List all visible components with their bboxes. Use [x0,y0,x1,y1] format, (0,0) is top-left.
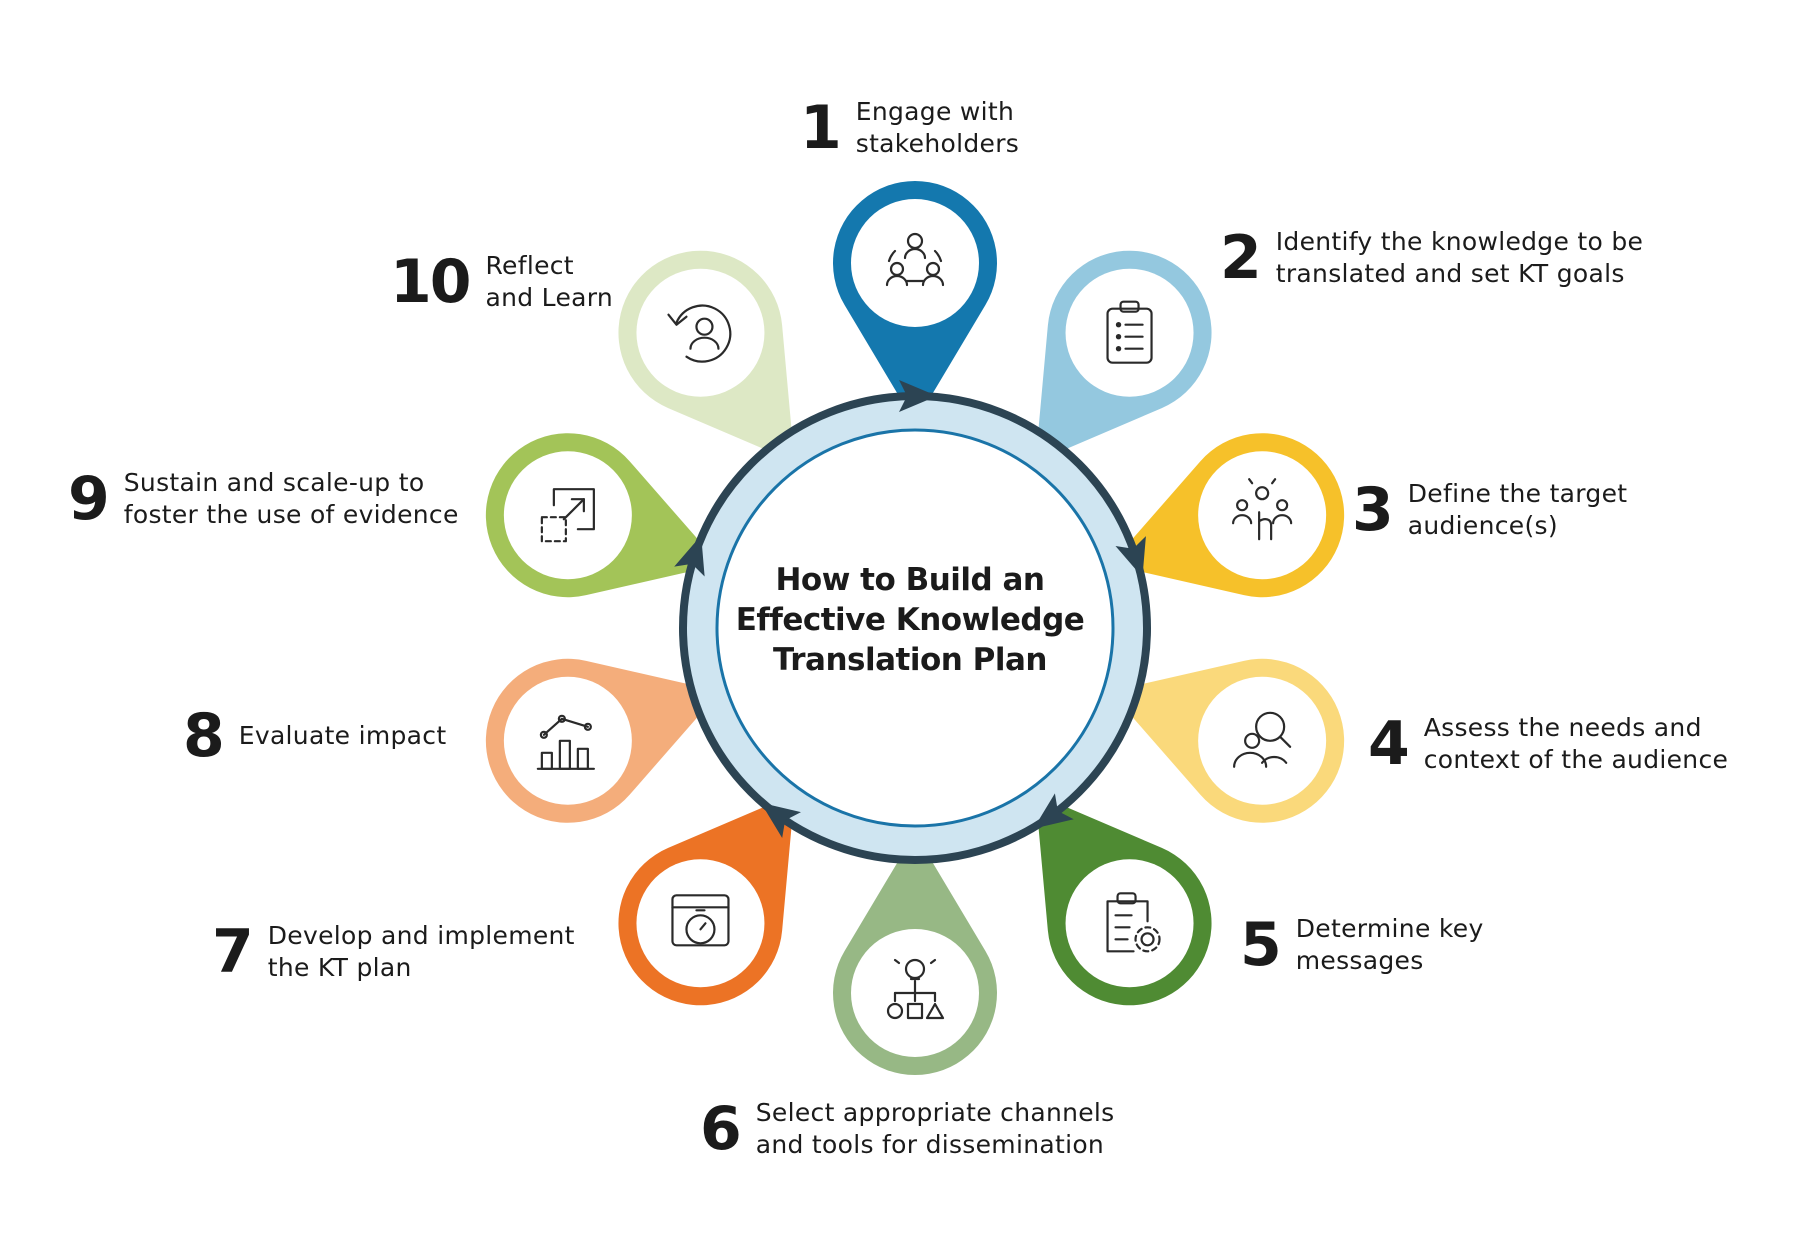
step-9-line-1: Sustain and scale-up to [123,468,425,497]
step-4-label: 4 Assess the needs and context of the au… [1368,712,1728,776]
step-1-label: 1 Engage with stakeholders [800,96,1019,160]
step-10-text: Reflect and Learn [486,250,614,314]
petal-step-2 [1035,250,1212,463]
step-2-text: Identify the knowledge to be translated … [1276,226,1643,290]
step-8-number: 8 [183,701,225,771]
step-3-label: 3 Define the target audience(s) [1352,478,1627,542]
bar-chart-icon [536,714,595,770]
petal-step-7 [618,793,795,1006]
step-1-line-1: Engage with [855,97,1015,126]
step-10-number: 10 [390,247,471,317]
petal-step-9 [485,433,721,598]
step-1-text: Engage with stakeholders [856,96,1019,160]
center-ring [674,380,1151,864]
petal-inner-2 [1065,268,1194,397]
step-5-number: 5 [1240,910,1282,980]
center-title-line-1: How to Build an [775,562,1045,598]
step-8-label: 8 Evaluate impact [183,706,446,766]
step-10-line-2: and Learn [485,283,614,312]
petal-step-6 [832,833,997,1075]
center-title-line-2: Effective Knowledge [735,602,1085,638]
center-title: How to Build an Effective Knowledge Tran… [700,560,1120,680]
step-9-label: 9 Sustain and scale-up to foster the use… [68,467,459,531]
step-5-line-2: messages [1295,946,1424,975]
step-8-text: Evaluate impact [239,720,447,752]
ring-arrow-3 [1033,793,1074,829]
step-1-line-2: stakeholders [855,129,1020,158]
step-9-text: Sustain and scale-up to foster the use o… [124,467,459,531]
petal-inner-5 [1065,859,1194,988]
step-5-text: Determine key messages [1296,913,1484,977]
step-2-number: 2 [1220,223,1262,293]
center-title-line-3: Translation Plan [773,642,1047,678]
audience-select-icon [1232,478,1293,541]
petal-step-1 [833,181,997,423]
idea-shapes-icon [886,958,945,1020]
reflect-person-icon [667,304,732,363]
petal-step-5 [1035,793,1212,1006]
step-2-label: 2 Identify the knowledge to be translate… [1220,226,1643,290]
petal-step-8 [485,658,721,823]
people-network-icon [885,232,945,287]
clipboard-list-icon [1106,300,1153,364]
step-3-text: Define the target audience(s) [1408,478,1628,542]
step-6-number: 6 [700,1094,742,1164]
step-9-number: 9 [68,464,110,534]
step-2-line-2: translated and set KT goals [1275,259,1625,288]
petal-step-3 [1109,433,1345,598]
step-4-line-2: context of the audience [1423,745,1729,774]
step-9-line-2: foster the use of evidence [123,500,459,529]
scale-up-icon [540,488,595,543]
petal-inner-7 [636,859,765,988]
step-3-line-2: audience(s) [1407,511,1558,540]
step-5-line-1: Determine key [1295,914,1484,943]
ring-arrow-4 [760,802,801,839]
petal-inner-3 [1198,451,1327,580]
step-7-line-1: Develop and implement [267,921,575,950]
clipboard-gear-icon [1106,892,1161,953]
step-5-label: 5 Determine key messages [1240,913,1484,977]
step-7-label: 7 Develop and implement the KT plan [212,920,575,984]
step-10-label: 10 Reflect and Learn [390,250,613,314]
step-7-number: 7 [212,917,254,987]
step-4-text: Assess the needs and context of the audi… [1424,712,1728,776]
step-6-label: 6 Select appropriate channels and tools … [700,1097,1115,1161]
petals-layer [485,181,1345,1075]
icons-layer [536,232,1293,1020]
step-7-line-2: the KT plan [267,953,412,982]
calendar-timer-icon [671,894,730,947]
step-4-number: 4 [1368,709,1410,779]
petal-inner-4 [1198,676,1327,805]
petal-step-10 [618,250,795,463]
step-2-line-1: Identify the knowledge to be [1275,227,1644,256]
step-4-line-1: Assess the needs and [1423,713,1702,742]
petal-inner-1 [851,199,979,327]
step-6-text: Select appropriate channels and tools fo… [756,1097,1115,1161]
step-7-text: Develop and implement the KT plan [268,920,575,984]
step-1-number: 1 [800,93,842,163]
ring-arrow-1 [899,380,937,412]
ring-inner [715,428,1115,828]
step-8-line-1: Evaluate impact [238,721,447,750]
step-10-line-1: Reflect [485,251,574,280]
ring-arrow-2 [1115,536,1146,578]
step-3-line-1: Define the target [1407,479,1628,508]
step-6-line-2: and tools for dissemination [755,1130,1105,1159]
petal-step-4 [1109,658,1345,823]
ring-arrow-5 [674,535,705,577]
people-search-icon [1233,711,1292,768]
step-6-line-1: Select appropriate channels [755,1098,1115,1127]
step-3-number: 3 [1352,475,1394,545]
